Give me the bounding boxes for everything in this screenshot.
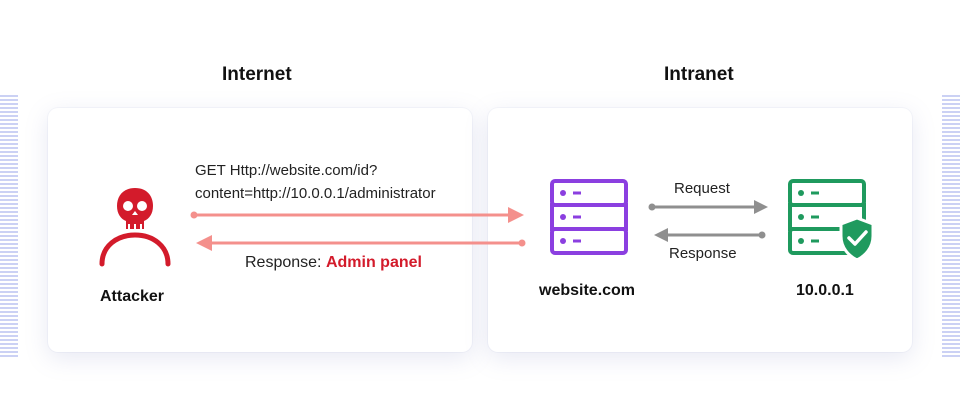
intranet-request-label: Request	[674, 180, 730, 197]
intranet-request-arrow	[648, 200, 768, 214]
right-edge-decoration	[942, 95, 960, 357]
internet-zone-title: Internet	[222, 64, 292, 85]
response-text: Response: Admin panel	[245, 254, 422, 272]
internal-host-label: 10.0.0.1	[796, 282, 854, 299]
request-arrow	[190, 207, 524, 223]
intranet-response-arrow	[654, 228, 766, 242]
internet-panel	[48, 108, 472, 352]
request-line-1: GET Http://website.com/id?	[195, 162, 378, 179]
request-line-2: content=http://10.0.0.1/administrator	[195, 185, 436, 202]
website-label: website.com	[539, 282, 636, 299]
diagram-canvas: Internet Intranet Attacker GET Http://we…	[18, 0, 940, 410]
response-arrow	[196, 235, 526, 251]
shield-check-icon	[839, 216, 875, 262]
skull-icon	[99, 188, 171, 267]
intranet-zone-title: Intranet	[664, 64, 734, 85]
attacker-label: Attacker	[100, 288, 165, 305]
server-icon	[550, 179, 628, 255]
left-edge-decoration	[0, 95, 18, 357]
intranet-response-label: Response	[669, 245, 737, 262]
response-highlight: Admin panel	[325, 254, 422, 271]
secure-server-icon	[788, 179, 875, 262]
response-prefix: Response:	[245, 254, 322, 271]
